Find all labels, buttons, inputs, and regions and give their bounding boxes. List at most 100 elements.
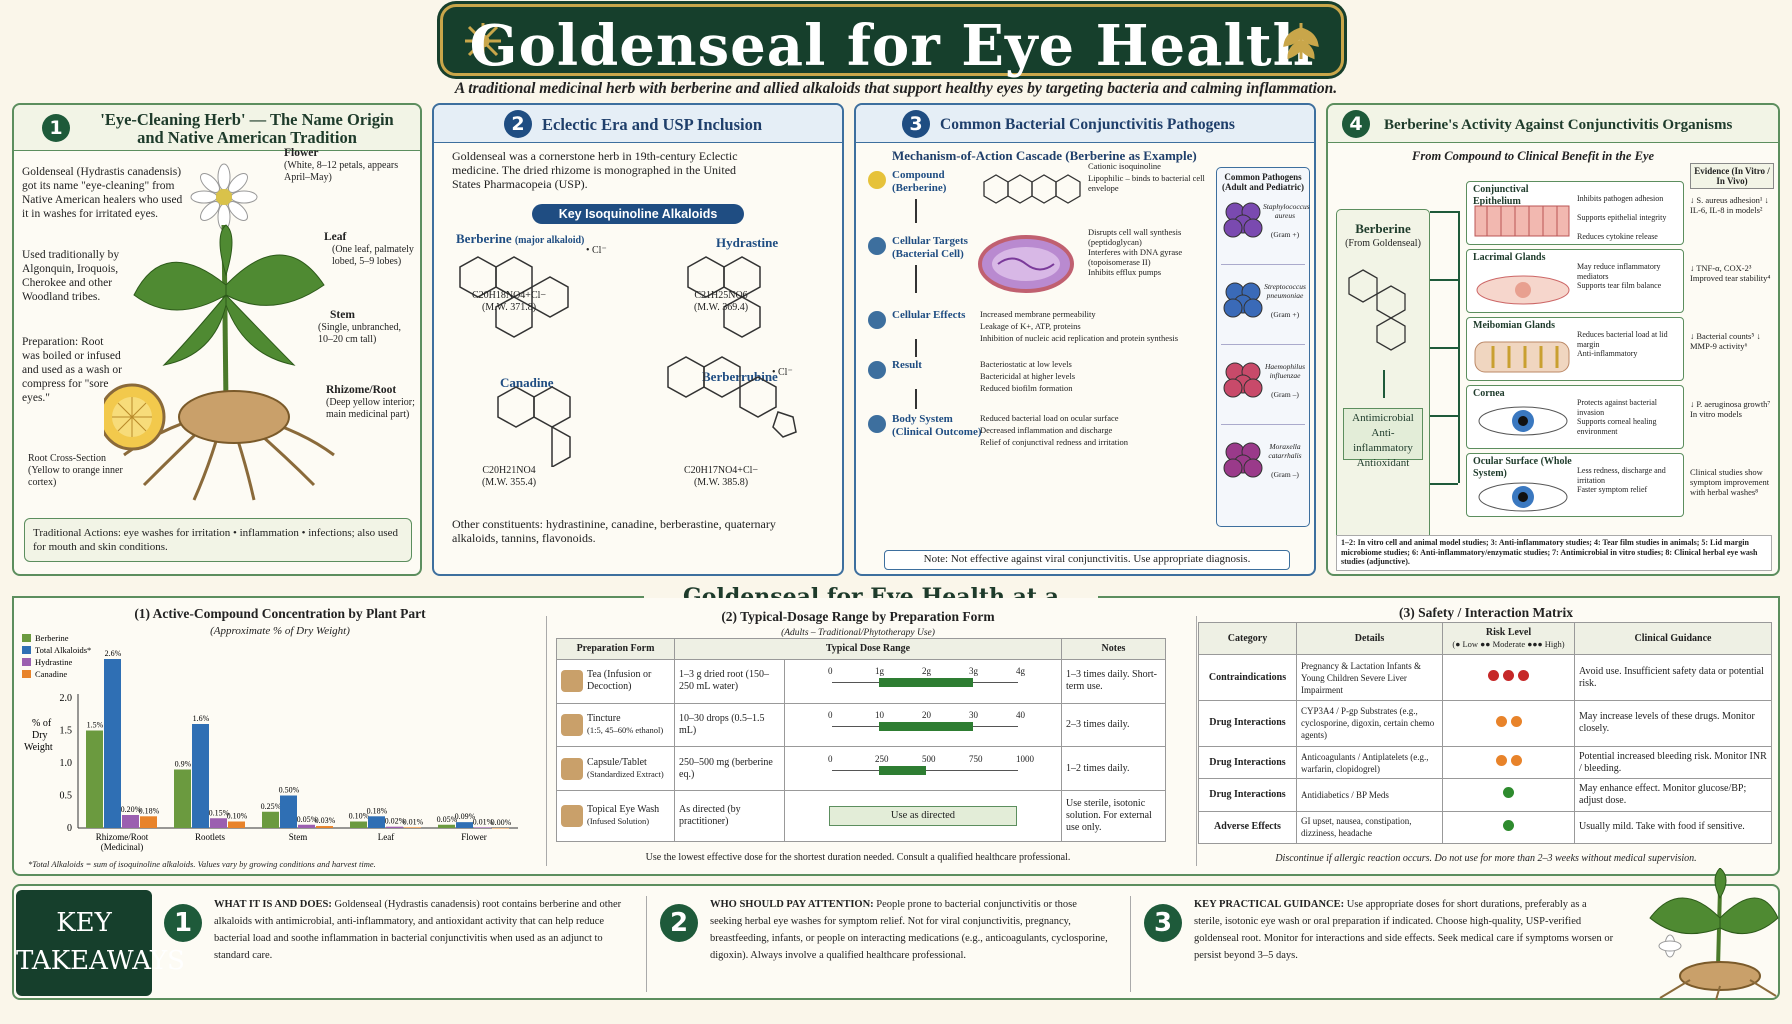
cascade-bullet: Reduced biofilm formation xyxy=(980,383,1073,393)
dose-text: 1–3 g dried root (150–250 mL water) xyxy=(674,659,785,704)
activity-subtitle: From Compound to Clinical Benefit in the… xyxy=(1412,149,1655,163)
rhizome-description: (Deep yellow interior; main medicinal pa… xyxy=(326,397,415,420)
bar xyxy=(140,816,157,828)
target-name: Ocular Surface (Whole System) xyxy=(1473,456,1572,479)
dose-range-bar xyxy=(879,765,926,775)
alkaloids-badge: Key Isoquinoline Alkaloids xyxy=(532,204,744,224)
dose-notes: 1–3 times daily. Short-term use. xyxy=(1061,659,1166,704)
page-subtitle: A traditional medicinal herb with berber… xyxy=(454,80,1338,97)
target-bullet: May reduce inflammatory mediators xyxy=(1577,262,1661,281)
cascade-bullet: Lipophilic – binds to bacterial cell env… xyxy=(1088,173,1205,193)
scale-tick: 250 xyxy=(875,753,889,764)
bar xyxy=(438,824,455,828)
eclectic-intro: Goldenseal was a cornerstone herb in 19t… xyxy=(452,149,738,191)
bar xyxy=(280,795,297,828)
leaf-ornament-icon xyxy=(465,23,501,59)
scale-tick: 0 xyxy=(828,710,833,721)
leaf-ornament-icon xyxy=(1283,23,1319,60)
bar xyxy=(386,826,403,828)
target-bullet: Supports tear film balance xyxy=(1577,281,1662,290)
column-header: Notes xyxy=(1061,637,1166,661)
pathogen-icon xyxy=(1223,282,1263,318)
target-evidence: ↓ Bacterial counts⁵ ↓ MMP-9 activity⁶ xyxy=(1690,331,1761,351)
target-bullet: Less redness, discharge and irritation xyxy=(1577,466,1666,485)
target-name: Meibomian Glands xyxy=(1473,320,1555,331)
dose-notes: Use sterile, isotonic solution. For exte… xyxy=(1061,789,1166,843)
legend-swatch xyxy=(22,634,31,642)
x-tick-label: Stem xyxy=(289,832,308,842)
tea-cup-icon xyxy=(561,670,583,693)
scale-tick: 0 xyxy=(828,753,833,764)
column-header: Preparation Form xyxy=(556,637,675,661)
viral-note: Note: Not effective against viral conjun… xyxy=(884,550,1290,570)
tribes-text: Used traditionally by Algonquin, Iroquoi… xyxy=(22,249,120,303)
cascade-bullet: Disrupts cell wall synthesis (peptidogly… xyxy=(1088,227,1182,247)
pathogen-gram: (Gram –) xyxy=(1271,390,1299,399)
root-cross-section-icon xyxy=(104,383,166,451)
y-tick-label: 2.0 xyxy=(60,693,73,704)
data-label: 0.25% xyxy=(261,802,282,811)
other-constituents: Other constituents: hydrastinine, canadi… xyxy=(452,517,776,545)
berberine-source-box: Berberine (From Goldenseal) Antimicrobia… xyxy=(1336,209,1430,569)
dosage-footnote: Use the lowest effective dose for the sh… xyxy=(645,852,1071,863)
takeaway-number: 3 xyxy=(1144,904,1182,942)
compound-name: Berberine (major alkaloid) xyxy=(456,231,585,247)
data-label: 0.09% xyxy=(455,812,476,821)
flower-description: (White, 8–12 petals, appears April–May) xyxy=(284,160,399,183)
section-berberine-activity: 4 Berberine's Activity Against Conjuncti… xyxy=(1326,103,1780,576)
dosage-subtitle: (Adults – Traditional/Phytotherapy Use) xyxy=(781,628,935,638)
cornea-eye-icon xyxy=(1478,406,1568,436)
capsule-icon xyxy=(561,757,583,780)
bar xyxy=(174,769,191,828)
takeaway-number: 2 xyxy=(660,904,698,942)
y-axis-label: % of xyxy=(32,718,52,729)
scale-tick: 2g xyxy=(922,666,931,677)
target-bullet: Reduces cytokine release xyxy=(1577,232,1658,241)
evidence-footnote: 1–2: In vitro cell and animal model stud… xyxy=(1336,535,1772,571)
compound-formula: C21H25NO6(M.W. 369.4) xyxy=(693,290,749,313)
goldenseal-plant-illustration xyxy=(104,163,335,501)
pathogen-icon xyxy=(1223,442,1263,478)
table-row: Tincture(1:5, 45–60% ethanol)10–30 drops… xyxy=(556,702,1166,748)
data-label: 0.00% xyxy=(491,818,512,827)
target-bullet: Faster symptom relief xyxy=(1577,485,1648,494)
data-label: 0.01% xyxy=(473,817,494,826)
cascade-bullet: Inhibition of nucleic acid replication a… xyxy=(980,333,1179,343)
cascade-bullet: Bacteriostatic at low levels xyxy=(980,359,1072,369)
risk-dot xyxy=(1488,670,1499,682)
target-name: Conjunctival Epithelium xyxy=(1473,184,1529,207)
scale-tick: 1g xyxy=(875,666,884,677)
takeaway-number: 1 xyxy=(164,904,202,942)
bar xyxy=(368,816,385,828)
risk-dot xyxy=(1503,670,1514,682)
section-number: 4 xyxy=(1342,110,1370,138)
scale-tick: 0 xyxy=(828,666,833,677)
compound-name: Canadine xyxy=(500,375,554,390)
pathogens-box: Common Pathogens (Adult and Pediatric) S… xyxy=(1216,167,1310,527)
y-tick-label: 1.0 xyxy=(60,758,73,769)
safety-title: (3) Safety / Interaction Matrix xyxy=(1399,605,1573,620)
legend-swatch xyxy=(22,670,31,678)
page-title: Goldenseal for Eye Health xyxy=(469,13,1315,79)
berberine-actions: Antimicrobial Anti-inflammatory Antioxid… xyxy=(1343,408,1423,469)
leaf-label: Leaf xyxy=(324,231,347,243)
eye-icon xyxy=(868,415,886,433)
pathogen-gram: (Gram +) xyxy=(1270,310,1300,319)
cross-section-label: Root Cross-Section (Yellow to orange inn… xyxy=(28,453,123,488)
cascade-step-label: Result xyxy=(892,359,922,371)
stem-description: (Single, unbranched, 10–20 cm tall) xyxy=(318,322,402,345)
cascade-bullet: Leakage of K+, ATP, proteins xyxy=(980,321,1081,331)
svg-text:Weight: Weight xyxy=(24,742,53,753)
data-label: 0.10% xyxy=(349,812,370,821)
bar xyxy=(474,827,491,828)
cascade-bullet: Bactericidal at higher levels xyxy=(980,371,1076,381)
scale-tick: 40 xyxy=(1016,710,1025,721)
tincture-bottle-icon xyxy=(561,714,583,737)
takeaway-text: KEY PRACTICAL GUIDANCE: Use appropriate … xyxy=(1194,899,1614,961)
